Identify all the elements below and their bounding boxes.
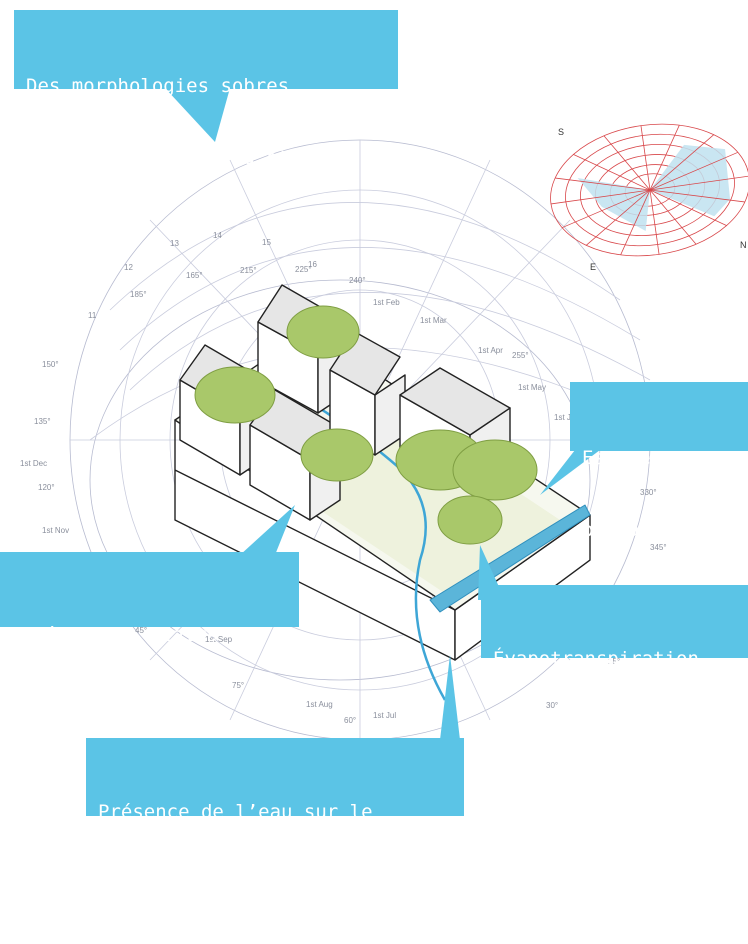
rose-label-east: E <box>590 262 596 272</box>
hour-label-16: 16 <box>308 260 317 269</box>
month-label-nov: 1st Nov <box>42 526 69 535</box>
azimuth-label-215: 215° <box>240 266 257 275</box>
hour-label-15: 15 <box>262 238 271 247</box>
rose-axis-8 <box>620 125 680 255</box>
water-stream <box>269 378 447 701</box>
pointer-shade <box>540 450 600 495</box>
azimuth-label-225: 225° <box>295 265 312 274</box>
month-label-aug: 1st Aug <box>306 700 333 709</box>
callout-light-surfaces-text: Revêtements clairs <box>12 624 218 646</box>
sun-arc-2 <box>119 247 641 351</box>
callout-light-surfaces: Revêtements clairs <box>0 552 299 646</box>
month-label-jul: 1st Jul <box>373 711 396 720</box>
tree-2 <box>286 305 360 359</box>
azimuth-label-15: 15° <box>608 657 620 666</box>
azimuth-label-345: 345° <box>650 543 667 552</box>
azimuth-label-135: 135° <box>34 417 51 426</box>
tree-6 <box>437 495 503 545</box>
callout-morphologies: Des morphologies sobres, garants du conf… <box>14 10 398 169</box>
azimuth-label-75: 75° <box>232 681 244 690</box>
azimuth-label-255: 255° <box>512 351 529 360</box>
trees <box>194 305 538 545</box>
month-label-may: 1st May <box>518 383 546 392</box>
pointer-surfaces <box>240 505 295 555</box>
hour-label-11: 11 <box>88 311 97 320</box>
azimuth-label-330: 330° <box>640 488 657 497</box>
azimuth-label-240: 240° <box>349 276 366 285</box>
hour-label-12: 12 <box>124 263 133 272</box>
callout-shaded-spaces: Espaces ombragés <box>570 382 748 541</box>
tree-1 <box>194 366 276 424</box>
azimuth-label-30: 30° <box>546 701 558 710</box>
tree-5 <box>452 439 538 501</box>
rose-label-south: S <box>558 127 564 137</box>
callout-morphologies-line2: garants du confort d’été <box>26 147 301 169</box>
callout-morphologies-line1: Des morphologies sobres, <box>26 75 301 97</box>
illustration-stage: 1st Feb 1st Mar 1st Apr 1st May 1st Jun … <box>0 10 748 895</box>
horizon-ellipse <box>89 279 591 681</box>
water-channel <box>429 504 591 613</box>
callout-water-presence: Présence de l’eau sur le chemin du vent <box>86 738 464 895</box>
callout-shaded-spaces-line1: Espaces <box>582 447 663 469</box>
tree-3 <box>300 428 374 482</box>
callout-water-presence-line2: chemin du vent <box>98 873 259 895</box>
callout-shaded-spaces-line2: ombragés <box>582 519 674 541</box>
pointer-water <box>440 655 460 740</box>
sun-arc-1 <box>109 202 621 311</box>
hour-label-14: 14 <box>213 231 222 240</box>
azimuth-label-120: 120° <box>38 483 55 492</box>
azimuth-label-150: 150° <box>42 360 59 369</box>
azimuth-label-60: 60° <box>344 716 356 725</box>
month-label-mar: 1st Mar <box>420 316 447 325</box>
rose-wind-shape <box>577 144 731 232</box>
azimuth-label-165: 165° <box>186 271 203 280</box>
wind-rose: S E N <box>550 123 748 272</box>
pointer-top <box>165 88 230 142</box>
hour-label-13: 13 <box>170 239 179 248</box>
callout-evapotranspiration: Évapotranspiration <box>481 585 748 670</box>
callout-water-presence-line1: Présence de l’eau sur le <box>98 801 373 823</box>
month-label-dec: 1st Dec <box>20 459 47 468</box>
rose-label-north: N <box>740 240 747 250</box>
sun-path-labels: 1st Feb 1st Mar 1st Apr 1st May 1st Jun … <box>20 231 667 725</box>
month-label-apr: 1st Apr <box>478 346 503 355</box>
month-label-jun: 1st Jun <box>554 413 580 422</box>
azimuth-label-185: 185° <box>130 290 147 299</box>
month-label-feb: 1st Feb <box>373 298 400 307</box>
azimuth-label-45: 45° <box>135 626 147 635</box>
month-label-sep: 1st Sep <box>205 635 233 644</box>
callout-evapotranspiration-text: Évapotranspiration <box>493 648 699 670</box>
